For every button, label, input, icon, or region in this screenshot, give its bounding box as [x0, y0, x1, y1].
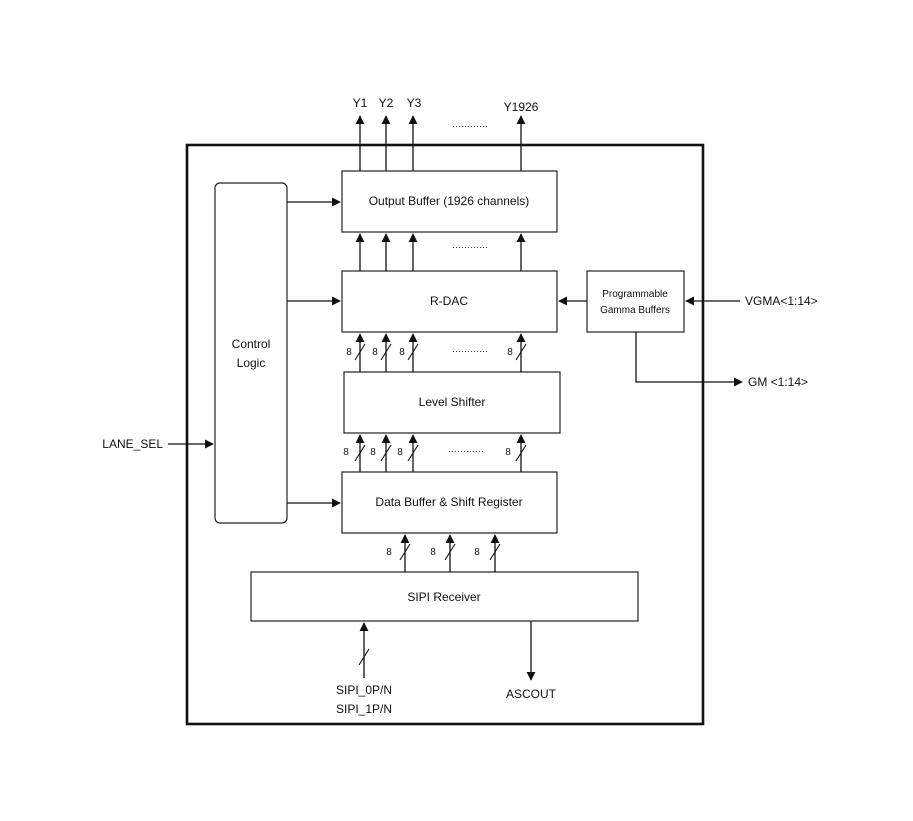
ls-rdac-slash-1 — [354, 343, 366, 361]
sipi-input-slash — [358, 648, 370, 666]
sipi-db-slash-1 — [399, 543, 411, 561]
control-logic-label-2: Logic — [237, 356, 266, 370]
db-ls-width-1: 8 — [343, 447, 349, 458]
db-ls-width-3: 8 — [397, 447, 403, 458]
ascout-label: ASCOUT — [506, 687, 557, 701]
gm-label: GM <1:14> — [748, 375, 808, 389]
sipi-receiver-block — [250, 571, 639, 622]
r-dac-label: R-DAC — [430, 294, 468, 308]
gamma-buffers-label-2: Gamma Buffers — [600, 305, 670, 316]
control-logic-label-1: Control — [232, 337, 271, 351]
ls-rdac-width-4: 8 — [507, 347, 513, 358]
vgma-label: VGMA<1:14> — [745, 294, 818, 308]
db-ls-slash-4 — [515, 444, 527, 462]
db-ls-slash-2 — [380, 444, 392, 462]
gamma-buffers-label-1: Programmable — [602, 289, 668, 300]
y2-label: Y2 — [379, 96, 394, 110]
ls-rdac-width-2: 8 — [372, 347, 378, 358]
y-outputs-ellipsis: ………… — [452, 119, 488, 129]
r-dac-block — [341, 270, 558, 333]
level-shifter-block — [343, 371, 561, 434]
sipi-db-width-1: 8 — [386, 547, 392, 558]
chip-boundary — [185, 143, 705, 726]
data-buffer-label: Data Buffer & Shift Register — [375, 495, 522, 509]
ls-rdac-ellipsis: ………… — [452, 344, 488, 354]
ls-rdac-slash-2 — [380, 343, 392, 361]
gm-output-arrow — [635, 332, 743, 387]
sipi-receiver-label: SIPI Receiver — [407, 590, 480, 604]
sipi-db-slash-2 — [444, 543, 456, 561]
data-buffer-block — [341, 471, 558, 534]
output-buffer-block — [341, 170, 558, 233]
lane-sel-label: LANE_SEL — [102, 437, 163, 451]
level-shifter-label: Level Shifter — [419, 395, 486, 409]
db-ls-width-4: 8 — [505, 447, 511, 458]
y1-label: Y1 — [353, 96, 368, 110]
rdac-outbuf-ellipsis: ………… — [452, 240, 488, 250]
control-logic-block — [214, 182, 288, 524]
output-buffer-label: Output Buffer (1926 channels) — [369, 194, 530, 208]
sipi-db-width-2: 8 — [430, 547, 436, 558]
db-ls-width-2: 8 — [370, 447, 376, 458]
ls-rdac-width-1: 8 — [346, 347, 352, 358]
ls-rdac-slash-3 — [407, 343, 419, 361]
db-ls-slash-3 — [407, 444, 419, 462]
db-ls-ellipsis: ………… — [448, 444, 484, 454]
gamma-buffers-block — [586, 270, 685, 333]
sipi-1-label: SIPI_1P/N — [336, 702, 392, 716]
sipi-0-label: SIPI_0P/N — [336, 683, 392, 697]
sipi-db-width-3: 8 — [474, 547, 480, 558]
ls-rdac-slash-4 — [515, 343, 527, 361]
y1926-label: Y1926 — [504, 100, 539, 114]
db-ls-slash-1 — [354, 444, 366, 462]
y3-label: Y3 — [407, 96, 422, 110]
ls-rdac-width-3: 8 — [399, 347, 405, 358]
sipi-db-slash-3 — [489, 543, 501, 561]
